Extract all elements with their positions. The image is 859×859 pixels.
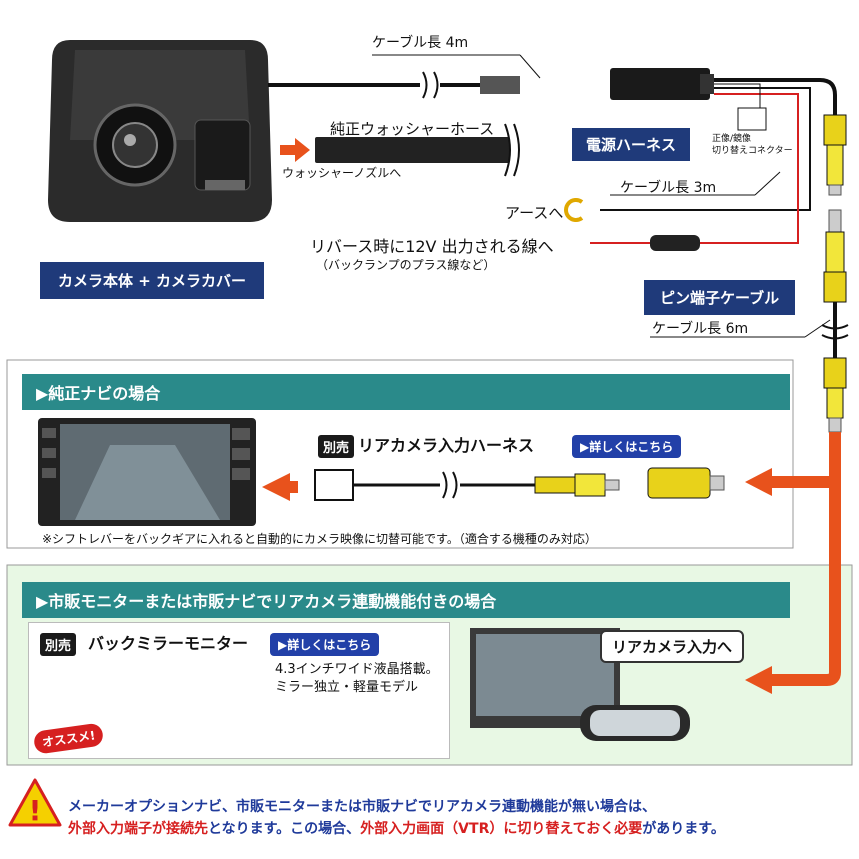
sold-separately-badge-2: 別売 — [40, 633, 77, 656]
route-arrow-to-monitor — [770, 432, 841, 686]
cable-4m-label: ケーブル長 4m — [372, 35, 469, 51]
reverse-12v-label: リバース時に12V 出力される線へ — [310, 237, 554, 256]
camera-body — [48, 40, 272, 222]
section-oem-navi-title: ▶純正ナビの場合 — [22, 374, 790, 410]
connector-label-1: 正像/鏡像 — [712, 134, 752, 144]
pin-cable-tag: ピン端子ケーブル — [644, 280, 796, 315]
mirror-spec-1: 4.3インチワイド液晶搭載。 — [275, 662, 439, 677]
washer-hose-label: 純正ウォッシャーホース — [330, 120, 495, 138]
camera-label-tag: カメラ本体 + カメラカバー — [40, 262, 265, 299]
harness-name: リアカメラ入力ハーネス — [358, 436, 535, 455]
harness-connector — [314, 469, 354, 501]
warning-icon: ! — [8, 778, 62, 827]
warning-emph-2: 外部入力画面（VTR）に切り替えておく必要 — [360, 821, 643, 837]
details-button-harness[interactable]: ▶詳しくはこちら — [572, 435, 682, 458]
warning-emph-1: 外部入力端子が接続先 — [68, 821, 208, 837]
rear-camera-input-label: リアカメラ入力へ — [600, 630, 745, 663]
inline-fuse — [650, 235, 700, 251]
ground-label: アースへ — [505, 204, 564, 222]
sold-separately-badge-1: 別売 — [318, 435, 355, 458]
oem-navi-note: ※シフトレバーをバックギアに入れると自動的にカメラ映像に切替可能です。（適合する… — [42, 532, 597, 546]
washer-nozzle-label: ウォッシャーノズルへ — [282, 166, 402, 180]
warning-line-2: 外部入力端子が接続先となります。この場合、外部入力画面（VTR）に切り替えておく… — [68, 818, 725, 838]
connector-label-2: 切り替えコネクター — [712, 146, 793, 156]
washer-arrow — [280, 138, 310, 162]
oem-navi-unit — [38, 418, 256, 526]
svg-text:!: ! — [29, 794, 42, 827]
warning-text-2: となります。この場合、 — [208, 821, 361, 837]
rca-plug-mid — [823, 209, 847, 320]
mirror-monitor-name: バックミラーモニター — [88, 634, 249, 653]
cable-6m-label: ケーブル長 6m — [652, 321, 749, 337]
power-harness-connector — [610, 68, 710, 100]
rca-adapter — [647, 467, 711, 499]
cable-3m-label: ケーブル長 3m — [620, 180, 717, 196]
harness-rca-plug — [534, 473, 620, 497]
mirror-spec-2: ミラー独立・軽量モデル — [275, 680, 419, 695]
power-harness-tag: 電源ハーネス — [572, 128, 691, 161]
details-button-mirror[interactable]: ▶詳しくはこちら — [270, 633, 380, 656]
section-commercial-title: ▶市販モニターまたは市販ナビでリアカメラ連動機能付きの場合 — [22, 582, 790, 618]
washer-hose — [315, 137, 510, 163]
warning-line-1: メーカーオプションナビ、市販モニターまたは市販ナビでリアカメラ連動機能が無い場合… — [68, 799, 656, 815]
commercial-monitor-photo — [470, 628, 690, 741]
warning-text-3: があります。 — [642, 821, 725, 837]
rca-plug-top — [823, 114, 847, 196]
reverse-12v-sub: （バックランプのプラス線など） — [316, 258, 496, 272]
camera-plug — [480, 76, 520, 94]
ground-lug — [564, 198, 584, 222]
rca-plug-bottom — [823, 357, 847, 433]
arrow-to-oem-navi — [262, 473, 298, 501]
